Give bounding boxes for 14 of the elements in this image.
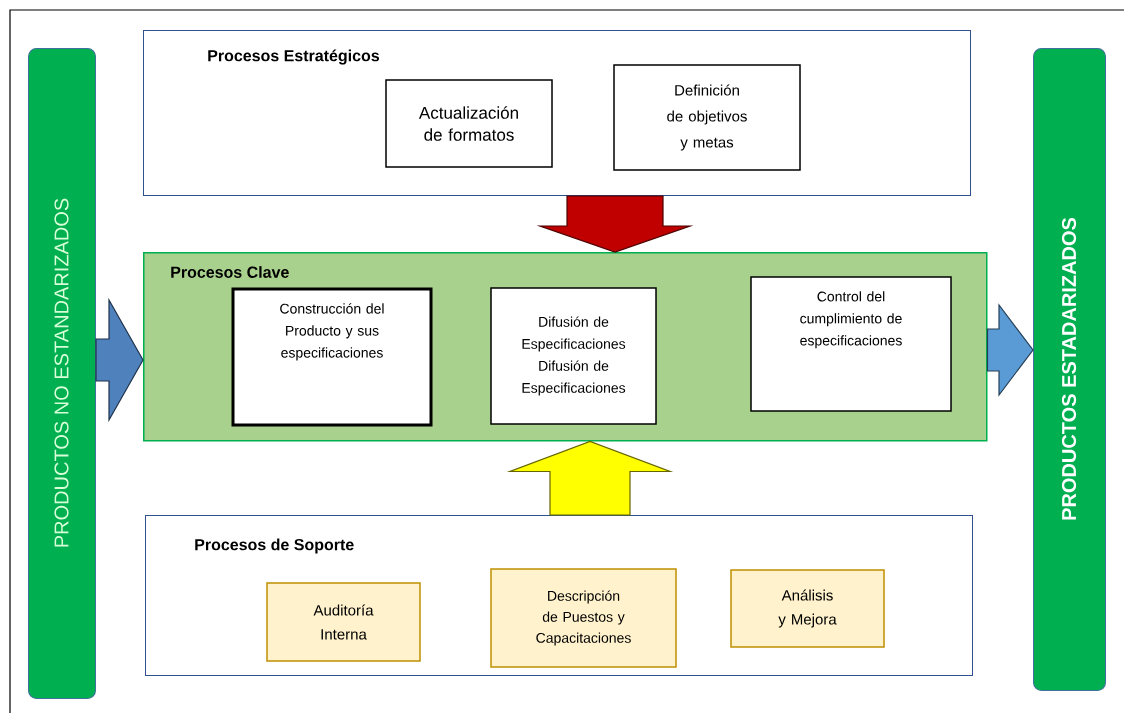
process-box: Auditoría Interna [266, 582, 421, 662]
side-bar: PRODUCTOS ESTADARIZADOS [1033, 48, 1106, 691]
process-box: Descripción de Puestos y Capacitaciones [490, 568, 677, 668]
block-arrow [986, 303, 1034, 397]
block-arrow [506, 440, 674, 516]
block-arrow [95, 297, 144, 423]
process-box: Control del cumplimiento de especificaciones [750, 276, 952, 412]
block-arrow [536, 195, 694, 253]
process-box: Análisis y Mejora [730, 569, 885, 648]
process-box: Actualización de formatos [385, 79, 553, 168]
side-bar: PRODUCTOS NO ESTANDARIZADOS [28, 48, 96, 699]
process-box: Construcción del Producto y sus especificaciones [231, 287, 433, 427]
process-box: Definición de objetivos y metas [613, 64, 801, 171]
process-box: Difusión de Especificaciones Difusión de Especificaciones [490, 287, 657, 425]
